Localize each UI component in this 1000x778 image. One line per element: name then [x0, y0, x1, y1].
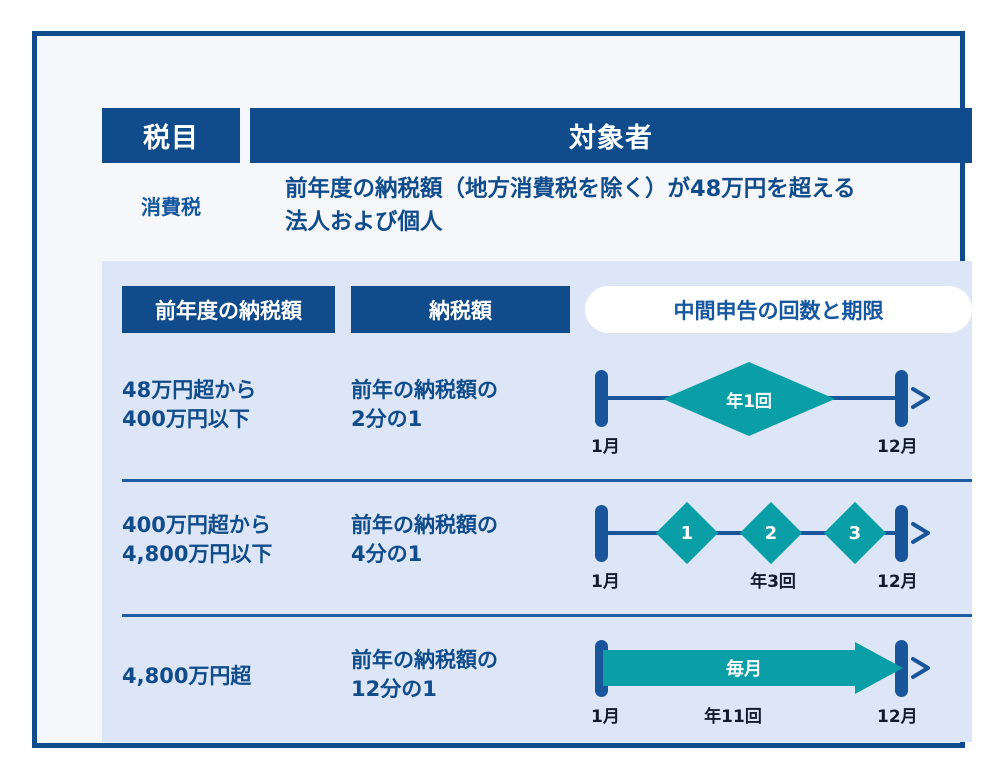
amount-line: 4分の1	[351, 542, 423, 567]
range-line: 48万円超から	[122, 378, 257, 402]
amount-line: 前年の納税額の	[351, 513, 498, 537]
tax-description-line-2: 法人および個人	[285, 208, 443, 235]
header-target-person: 対象者	[250, 108, 972, 163]
timeline-arrow-icon	[911, 654, 939, 682]
cell-payment-amount: 前年の納税額の 4分の1	[351, 511, 581, 570]
diamond-installment-3: 3	[823, 501, 887, 565]
cell-previous-amount: 400万円超から 4,800万円以下	[122, 511, 342, 570]
timeline-end-marker	[895, 505, 908, 562]
tax-description-line-1: 前年度の納税額（地方消費税を除く）が48万円を超える	[285, 176, 856, 202]
top-header-band: 税目 対象者	[102, 108, 972, 163]
range-line: 4,800万円以下	[122, 542, 273, 567]
amount-line: 2分の1	[351, 407, 423, 432]
table-row: 48万円超から 400万円以下 前年の納税額の 2分の1 年1回	[102, 348, 972, 483]
diamond-installment-2: 2	[739, 501, 803, 565]
schedule-table-panel: 前年度の納税額 納税額 中間申告の回数と期限 48万円超から 400万円以下 前…	[102, 261, 972, 742]
timeline-end-month: 12月	[877, 572, 918, 592]
column-header-previous-amount: 前年度の納税額	[122, 286, 335, 333]
range-line: 400万円超から	[122, 513, 271, 537]
amount-line: 前年の納税額の	[351, 648, 498, 672]
amount-line: 12分の1	[351, 677, 437, 702]
diamond-label: 3	[848, 522, 862, 544]
timeline-three-diamonds: 1 2 3 1月 年3回 12月	[585, 483, 972, 618]
timeline-count-label: 年11回	[704, 707, 762, 727]
cell-previous-amount: 4,800万円超	[122, 662, 342, 691]
cell-payment-amount: 前年の納税額の 2分の1	[351, 376, 581, 435]
table-row: 4,800万円超 前年の納税額の 12分の1 毎月	[102, 618, 972, 753]
amount-line: 前年の納税額の	[351, 378, 498, 402]
range-line: 400万円以下	[122, 407, 250, 432]
header-tax-category: 税目	[102, 108, 240, 163]
timeline-count-label: 年3回	[750, 572, 796, 592]
tax-description: 前年度の納税額（地方消費税を除く）が48万円を超える 法人および個人	[285, 173, 985, 238]
timeline-start-marker	[595, 505, 608, 562]
monthly-arrow-band: 毎月	[603, 642, 903, 694]
range-line: 4,800万円超	[122, 664, 252, 688]
tax-name-label: 消費税	[141, 195, 201, 219]
diamond-installment-1: 1	[655, 501, 719, 565]
row-separator	[122, 479, 972, 482]
timeline-arrow-icon	[911, 519, 939, 547]
timeline-start-month: 1月	[591, 707, 620, 727]
timeline-start-month: 1月	[591, 572, 620, 592]
band-label: 毎月	[726, 659, 762, 680]
timeline-start-marker	[595, 370, 608, 427]
cell-payment-amount: 前年の納税額の 12分の1	[351, 646, 581, 705]
timeline-end-month: 12月	[877, 707, 918, 727]
diamond-annual-once: 年1回	[663, 362, 835, 436]
table-row: 400万円超から 4,800万円以下 前年の納税額の 4分の1 1 2 3	[102, 483, 972, 618]
timeline-start-month: 1月	[591, 437, 620, 457]
row-separator	[122, 614, 972, 617]
timeline-monthly-band: 毎月 1月 年11回 12月	[585, 618, 972, 753]
diamond-label: 2	[764, 522, 778, 544]
timeline-end-marker	[895, 370, 908, 427]
tax-summary-row: 消費税 前年度の納税額（地方消費税を除く）が48万円を超える 法人および個人	[102, 173, 972, 253]
timeline-arrow-icon	[911, 384, 939, 412]
column-header-payment-amount: 納税額	[351, 286, 570, 333]
diamond-label: 1	[680, 522, 694, 544]
column-header-schedule: 中間申告の回数と期限	[585, 286, 972, 333]
diagram-frame: 税目 対象者 消費税 前年度の納税額（地方消費税を除く）が48万円を超える 法人…	[32, 31, 972, 748]
timeline-single-diamond: 年1回 1月 12月	[585, 348, 972, 483]
diamond-label: 年1回	[726, 391, 772, 412]
cell-previous-amount: 48万円超から 400万円以下	[122, 376, 342, 435]
timeline-end-month: 12月	[877, 437, 918, 457]
